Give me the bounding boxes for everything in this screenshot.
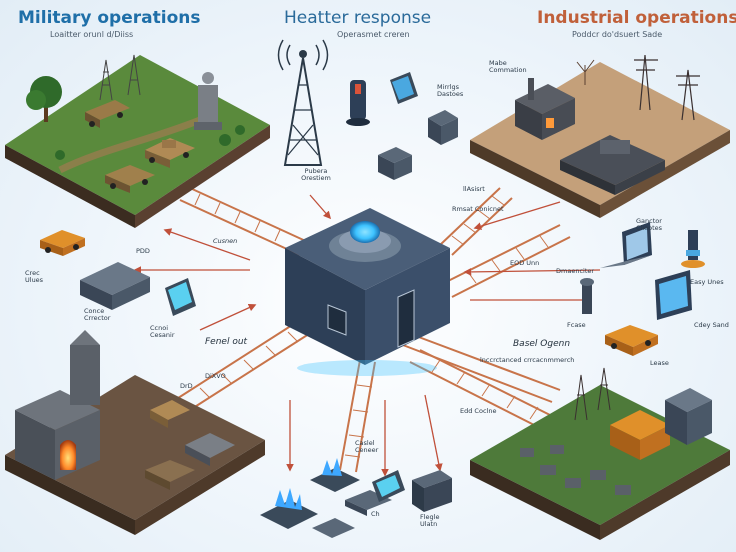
fortress-platform — [5, 330, 265, 535]
crystal-icon — [310, 458, 360, 492]
vehicle-cluster-icon — [520, 445, 631, 495]
hub-core-icon — [350, 221, 380, 243]
building-icon — [610, 410, 670, 460]
drd-a-label: DrD — [180, 382, 193, 390]
control-left-label: Ccnoi Cesanir — [150, 324, 175, 340]
tank-icon — [560, 135, 665, 195]
central-hub — [285, 208, 450, 376]
flow-arrows — [133, 194, 601, 477]
rail-rungs — [194, 193, 549, 458]
base-platform — [470, 367, 730, 540]
industrial-title: Industrial operations — [537, 8, 736, 28]
monitor-icon — [390, 72, 418, 104]
server-icon — [80, 262, 150, 310]
wind-turbine-icon — [634, 54, 700, 121]
monument-icon — [194, 72, 222, 130]
left-devices — [40, 230, 196, 316]
truck-icon — [105, 165, 155, 193]
tree-icon — [26, 76, 62, 122]
transmission-tower-icon — [99, 54, 141, 101]
ganctor-clieotes-label: Ganctor Clieotes — [636, 217, 663, 233]
fcase-label: Fcase — [567, 321, 586, 329]
right-devices — [580, 222, 705, 356]
laptop-icon — [655, 270, 692, 320]
military-platform — [5, 54, 270, 228]
fortress-icon — [15, 330, 100, 480]
weather-title: Heatter response — [284, 8, 432, 28]
mining-devices-label: Mirrlgs Dastoes — [437, 83, 464, 99]
truck-icon — [145, 460, 195, 490]
industrial-platform — [470, 54, 730, 218]
military-subtitle: Loaitter orunl d/Diiss — [50, 30, 134, 39]
laptop-icon — [600, 222, 652, 268]
rucit-b-label: Rmsat Conicnet — [452, 205, 504, 213]
server-icon — [312, 518, 355, 538]
sensor-icon — [346, 80, 370, 126]
rectanced-label: lnccrctanced crrcacnmmerch — [480, 356, 575, 364]
weather-devices — [346, 72, 458, 180]
server-icon — [428, 110, 458, 145]
tower-caption: Pubera Orestiem — [301, 167, 331, 183]
easy-unes-label: Easy Unes — [690, 278, 724, 286]
side-device-label: Crec Ulues — [25, 269, 44, 285]
monitor-icon — [165, 278, 196, 316]
lease-label: Lease — [650, 359, 669, 367]
bottom-devices — [260, 458, 452, 538]
edd-cocne-label: Edd Coclne — [460, 407, 497, 415]
truck-icon — [85, 100, 130, 128]
weather-subtitle: Operasmet creren — [337, 30, 410, 39]
rucit-arr-label: llAsisrt — [463, 185, 485, 193]
military-title: Military operations — [18, 8, 201, 28]
machine-commation-label: Mabe Commation — [489, 59, 527, 75]
server-icon — [378, 147, 412, 180]
caslel-ceneer-label: Caslel Ceneer — [355, 439, 379, 455]
eod-unn-label: EOD Unn — [510, 259, 540, 267]
arrow-label-left: Cusnen — [213, 237, 238, 245]
car-icon — [605, 325, 658, 356]
monitor-icon — [372, 470, 405, 502]
drd-b-label: DiXVO — [205, 372, 226, 380]
fenel-out-label: Fenel out — [205, 337, 248, 347]
basel-ogenn-label: Basel Ogenn — [513, 339, 571, 349]
ch-label: Ch — [371, 510, 380, 518]
truck-icon — [150, 400, 190, 428]
industrial-subtitle: Poddcr do'dsuert Sade — [572, 30, 663, 39]
beacon-icon — [580, 278, 594, 314]
connection-rails — [174, 187, 571, 473]
server-icon — [665, 388, 712, 445]
comment-right-label: Dmaenciter — [556, 267, 595, 275]
conce-crrector-label: Conce Crrector — [84, 307, 111, 323]
factory-icon — [515, 78, 575, 140]
fiegle-ulatn-label: Flegle Ulatn — [420, 513, 440, 529]
tank-icon — [185, 433, 235, 466]
tank-icon — [145, 138, 195, 168]
car-icon — [40, 230, 85, 256]
pdd-label: PDD — [136, 247, 150, 255]
crystal-icon — [260, 488, 318, 529]
transmission-tower-icon — [574, 367, 611, 421]
tree-icon — [576, 59, 595, 85]
beacon-icon — [681, 230, 705, 268]
server-icon — [412, 470, 452, 512]
cdey-sand-label: Cdey Sand — [694, 321, 729, 329]
signal-icon — [277, 39, 329, 71]
radio-tower — [277, 39, 329, 166]
